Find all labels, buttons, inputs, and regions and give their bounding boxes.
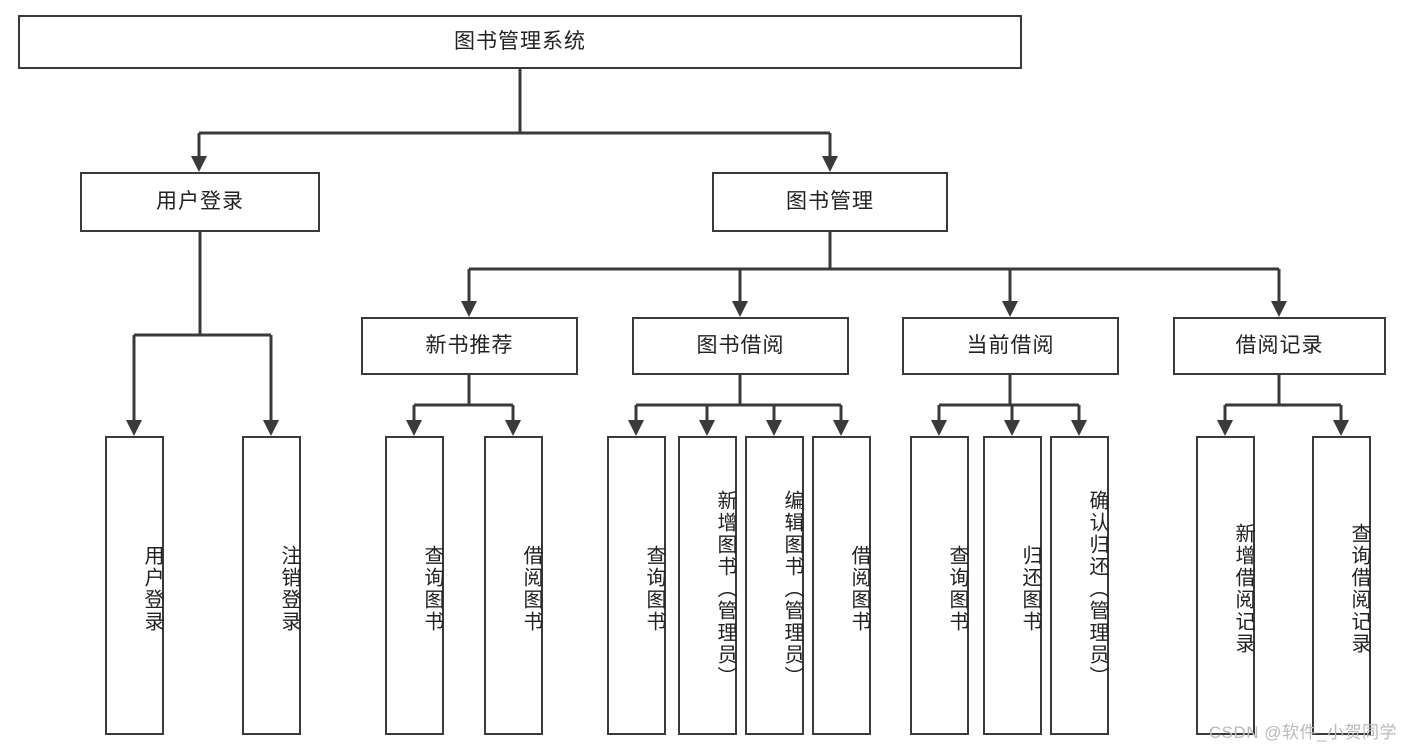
- connector-books-arrow-3-head: [1271, 301, 1287, 317]
- node-label: 图书管理: [786, 189, 874, 213]
- node-leaf-8[interactable]: 查询图书: [910, 436, 969, 735]
- node-label: 用户登录: [156, 189, 244, 213]
- connector-login-arrow-0-head: [126, 420, 142, 436]
- node-leaf-9[interactable]: 归还图书: [983, 436, 1042, 735]
- connector-group-2-arrow-2-head: [1071, 420, 1087, 436]
- node-label: 归还图书: [1019, 544, 1041, 633]
- connector-books-arrow-2-head: [1002, 301, 1018, 317]
- node-level2-0[interactable]: 用户登录: [80, 172, 320, 232]
- node-leaf-5[interactable]: 新增图书（管理员）: [678, 436, 737, 735]
- node-label: 确认归还（管理员）: [1086, 489, 1108, 688]
- node-level3-0[interactable]: 新书推荐: [361, 317, 578, 375]
- node-label: 新增图书（管理员）: [714, 489, 736, 688]
- node-label: 查询图书: [946, 544, 968, 633]
- connector-root-arrow-1-head: [822, 156, 838, 172]
- node-label: 图书管理系统: [454, 29, 586, 53]
- connector-group-1-arrow-3-head: [833, 420, 849, 436]
- connector-group-1-arrow-2-head: [766, 420, 782, 436]
- connector-group-3-arrow-0-head: [1217, 420, 1233, 436]
- connector-login-arrow-1-head: [263, 420, 279, 436]
- node-leaf-4[interactable]: 查询图书: [607, 436, 666, 735]
- node-label: 当前借阅: [966, 333, 1055, 357]
- watermark-label: CSDN @软件_小贺同学: [1208, 723, 1397, 742]
- node-level3-2[interactable]: 当前借阅: [902, 317, 1119, 375]
- node-label: 借阅图书: [520, 544, 542, 633]
- connector-group-0-arrow-1-head: [505, 420, 521, 436]
- connector-group-2-arrow-0-head: [931, 420, 947, 436]
- connector-books-arrow-0-head: [461, 301, 477, 317]
- node-label: 注销登录: [278, 544, 300, 633]
- node-level2-1[interactable]: 图书管理: [712, 172, 948, 232]
- node-leaf-0[interactable]: 用户登录: [105, 436, 164, 735]
- node-leaf-10[interactable]: 确认归还（管理员）: [1050, 436, 1109, 735]
- node-leaf-7[interactable]: 借阅图书: [812, 436, 871, 735]
- connector-group-2-arrow-1-head: [1004, 420, 1020, 436]
- connector-books-arrow-1-head: [732, 301, 748, 317]
- node-level3-1[interactable]: 图书借阅: [632, 317, 849, 375]
- node-label: 新书推荐: [425, 333, 514, 357]
- node-leaf-11[interactable]: 新增借阅记录: [1196, 436, 1255, 735]
- node-label: 编辑图书（管理员）: [781, 489, 803, 688]
- node-label: 查询图书: [643, 544, 665, 633]
- node-label: 借阅记录: [1235, 333, 1324, 357]
- node-leaf-2[interactable]: 查询图书: [385, 436, 444, 735]
- node-label: 查询图书: [421, 544, 443, 633]
- node-label: 借阅图书: [848, 544, 870, 633]
- connector-root-arrow-0-head: [191, 156, 207, 172]
- node-leaf-3[interactable]: 借阅图书: [484, 436, 543, 735]
- node-leaf-12[interactable]: 查询借阅记录: [1312, 436, 1371, 735]
- node-leaf-6[interactable]: 编辑图书（管理员）: [745, 436, 804, 735]
- node-leaf-1[interactable]: 注销登录: [242, 436, 301, 735]
- node-label: 新增借阅记录: [1232, 522, 1254, 655]
- node-root-0[interactable]: 图书管理系统: [18, 15, 1022, 69]
- connector-group-0-arrow-0-head: [406, 420, 422, 436]
- node-label: 用户登录: [141, 544, 163, 633]
- node-level3-3[interactable]: 借阅记录: [1173, 317, 1386, 375]
- connector-group-1-arrow-1-head: [699, 420, 715, 436]
- node-label: 图书借阅: [696, 333, 785, 357]
- connector-group-1-arrow-0-head: [628, 420, 644, 436]
- connector-group-3-arrow-1-head: [1333, 420, 1349, 436]
- node-label: 查询借阅记录: [1348, 522, 1370, 655]
